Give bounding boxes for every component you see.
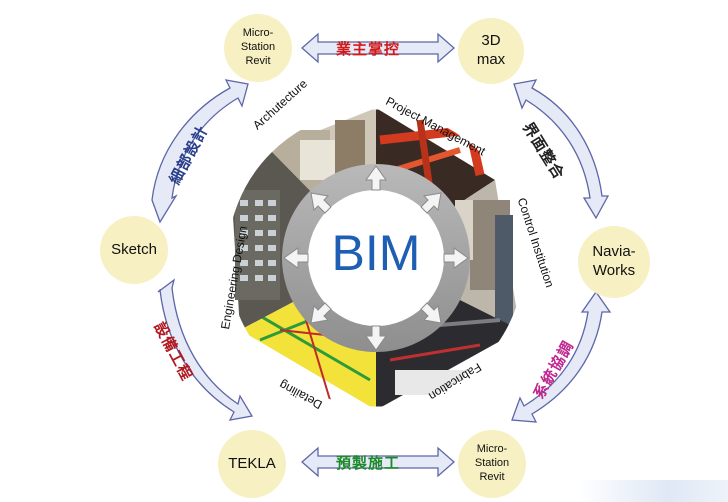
center-title: BIM [331, 225, 421, 281]
node-tekla: TEKLA [218, 430, 286, 498]
link-arrow-top [301, 32, 455, 64]
link-arrow-bottom [301, 446, 455, 478]
link-arrow-upper-left [151, 79, 249, 224]
node-label: 3D max [476, 32, 506, 68]
node-naviaworks: Navia- Works [578, 226, 650, 298]
corner-fade [578, 480, 728, 502]
node-label: Navia- Works [592, 243, 636, 279]
node-microstation-revit-top: Micro- Station Revit [224, 14, 292, 82]
node-label: Sketch [111, 240, 157, 258]
link-arrow-upper-right [513, 79, 610, 220]
link-arrow-lower-right [511, 290, 612, 423]
node-sketch: Sketch [100, 216, 168, 284]
bim-hub [282, 164, 470, 352]
link-arrow-lower-left [157, 278, 254, 421]
node-label: Micro- Station Revit [240, 27, 276, 67]
node-label: Micro- Station Revit [474, 443, 510, 483]
node-microstation-revit-bottom: Micro- Station Revit [458, 430, 526, 498]
link-label-bottom: 預製施工 [336, 454, 401, 472]
node-3d-max: 3D max [458, 18, 524, 84]
node-label: TEKLA [228, 454, 276, 472]
link-label-top: 業主掌控 [336, 40, 401, 58]
